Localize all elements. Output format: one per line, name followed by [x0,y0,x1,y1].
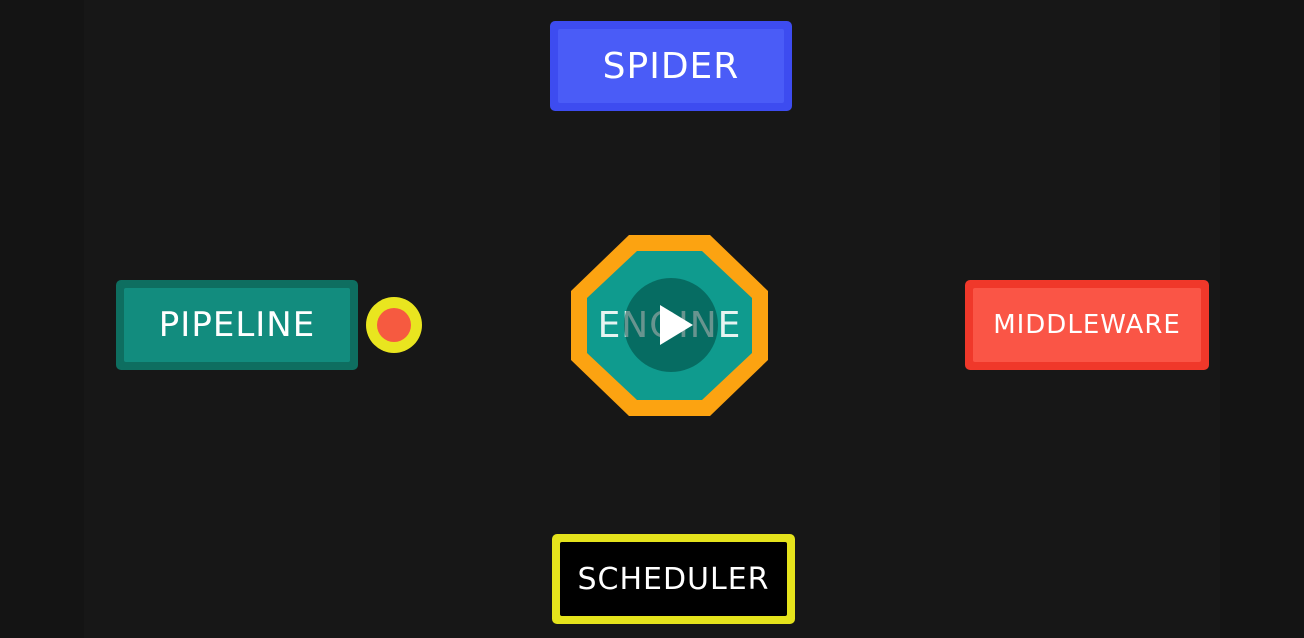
item-dot [366,297,422,353]
pipeline-node-inner [124,288,350,362]
item-dot-core [377,308,411,342]
middleware-label: MIDDLEWARE [993,310,1181,340]
spider-node: SPIDER [550,21,792,111]
middleware-node: MIDDLEWARE [965,280,1209,370]
play-icon [660,305,693,345]
spider-label: SPIDER [602,45,740,87]
middleware-node-inner [973,288,1201,362]
scheduler-label: SCHEDULER [577,561,770,597]
spider-node-inner [558,29,784,103]
scheduler-node-inner [560,542,787,616]
pipeline-node: PIPELINE [116,280,358,370]
letterbox-left [0,0,84,638]
play-button[interactable] [624,278,718,372]
scheduler-node: SCHEDULER [552,534,795,624]
letterbox-right [1220,0,1304,638]
pipeline-label: PIPELINE [158,305,316,345]
